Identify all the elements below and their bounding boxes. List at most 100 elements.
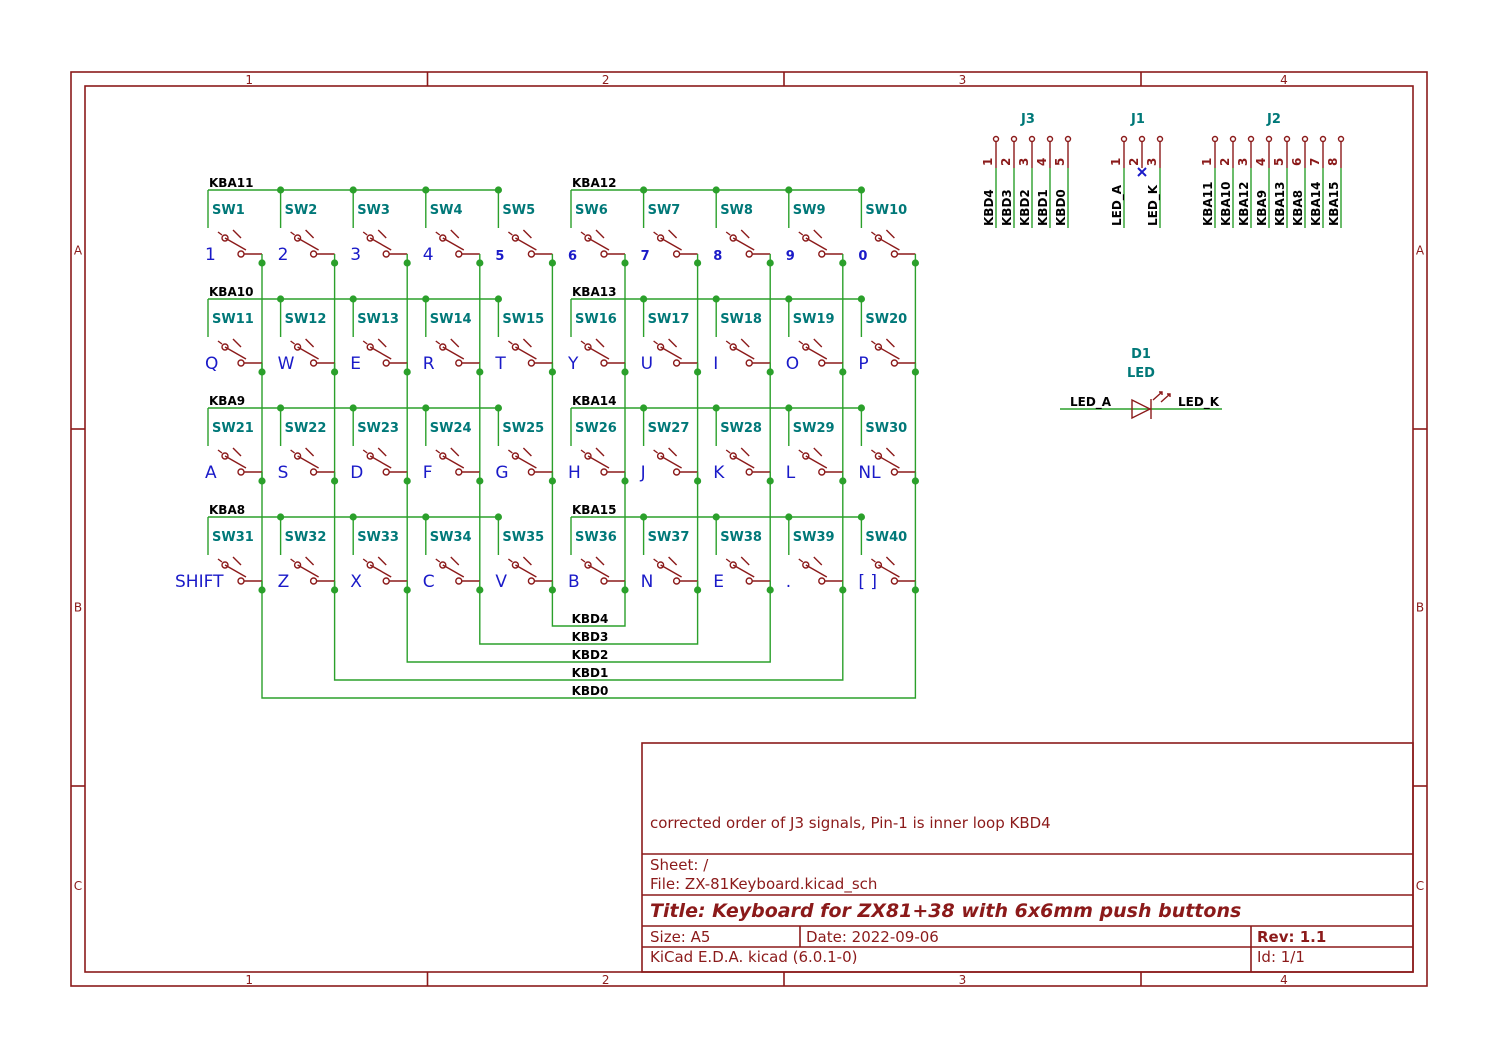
switch-actuator xyxy=(522,338,532,348)
switch-pin xyxy=(874,452,883,460)
switch-pin xyxy=(237,468,245,476)
connector-pin-end xyxy=(1301,135,1309,143)
data-bus-label: KBD3 xyxy=(572,630,609,644)
connector-pin-end xyxy=(1283,135,1291,143)
switch-contact xyxy=(587,455,610,469)
led-triangle xyxy=(1131,398,1152,420)
switch-contact xyxy=(660,346,682,360)
switch-pin xyxy=(874,234,883,242)
connector-pin-number: 3 xyxy=(1145,158,1159,166)
frame-column-label: 3 xyxy=(959,73,967,87)
switch-pin xyxy=(439,561,447,569)
switch-reference: SW18 xyxy=(720,312,762,327)
switch-contact xyxy=(297,237,319,251)
junction-dot xyxy=(694,368,702,376)
sheet-id: Id: 1/1 xyxy=(1257,948,1305,966)
junction-dot xyxy=(694,259,702,267)
switch-lead xyxy=(290,231,296,236)
connector-pin-number: 5 xyxy=(1053,158,1067,166)
switch-contact xyxy=(369,564,392,578)
switch-key-value: H xyxy=(568,463,581,483)
switch-pin xyxy=(818,359,826,367)
switch-reference: SW16 xyxy=(575,312,617,327)
switch-contact xyxy=(805,564,828,578)
switch-reference: SW26 xyxy=(575,421,617,436)
junction-dot xyxy=(403,368,411,376)
junction-dot xyxy=(857,186,866,194)
junction-dot xyxy=(640,404,648,412)
connector-pin-number: 3 xyxy=(1017,158,1031,166)
address-net-label: KBA11 xyxy=(209,176,253,190)
switch-pin xyxy=(818,577,826,585)
switch-lead xyxy=(507,558,513,563)
switch-key-value: 0 xyxy=(858,249,867,264)
switch-key-value: 4 xyxy=(423,245,434,265)
data-bus-loop xyxy=(406,590,771,663)
switch-lead xyxy=(798,231,804,236)
switch-reference: SW6 xyxy=(575,203,608,218)
switch-lead xyxy=(798,340,804,345)
switch-contact xyxy=(515,237,537,251)
switch-key-value: O xyxy=(786,354,799,374)
switch-key-value: R xyxy=(423,354,435,374)
switch-reference: SW5 xyxy=(502,203,535,218)
switch-key-value: T xyxy=(494,354,506,374)
switch-pin xyxy=(600,359,608,367)
switch-actuator xyxy=(305,229,315,239)
switch-lead xyxy=(435,231,441,236)
switch-pin xyxy=(439,452,447,460)
switch-pin xyxy=(672,359,681,367)
switch-lead xyxy=(290,558,296,563)
switch-actuator xyxy=(885,556,895,566)
switch-pin xyxy=(309,359,318,367)
switch-actuator xyxy=(740,229,750,239)
connector-pin-number: 6 xyxy=(1290,158,1304,166)
junction-dot xyxy=(857,295,866,303)
connector-pin-number: 2 xyxy=(999,158,1013,166)
switch-pin xyxy=(511,452,520,460)
junction-dot xyxy=(839,368,847,376)
switch-actuator xyxy=(668,338,678,348)
switch-lead xyxy=(580,449,586,454)
connector-pin-number: 1 xyxy=(981,158,995,166)
switch-contact xyxy=(224,564,247,578)
switch-contact xyxy=(878,237,900,251)
junction-dot xyxy=(712,404,720,412)
connector-reference: J2 xyxy=(1266,112,1281,127)
switch-lead xyxy=(290,449,296,454)
switch-lead xyxy=(653,558,659,563)
switch-pin xyxy=(890,468,899,476)
switch-contact xyxy=(442,455,465,469)
junction-dot xyxy=(349,186,357,194)
switch-reference: SW21 xyxy=(212,421,254,436)
switch-actuator xyxy=(450,556,460,566)
connector-j2: J21KBA112KBA103KBA124KBA95KBA136KBA87KBA… xyxy=(1200,112,1345,228)
connector-pin-end xyxy=(1028,135,1036,143)
frame-column-label: 4 xyxy=(1280,73,1288,87)
switch-contact xyxy=(369,237,392,251)
connector-pin-end xyxy=(1120,135,1128,143)
junction-dot xyxy=(277,404,285,412)
switch-reference: SW25 xyxy=(502,421,544,436)
connector-pin-end xyxy=(1010,135,1018,143)
switch-lead xyxy=(435,340,441,345)
switch-lead xyxy=(580,340,586,345)
led-anode-net: LED_A xyxy=(1070,395,1112,410)
switch-lead xyxy=(725,231,731,236)
junction-dot xyxy=(277,513,285,521)
switch-actuator xyxy=(740,447,750,457)
junction-dot xyxy=(911,368,920,376)
switch-contact xyxy=(878,564,900,578)
switch-key-value: 8 xyxy=(713,249,722,264)
frame-row-label: B xyxy=(1416,601,1424,615)
junction-dot xyxy=(349,295,357,303)
switch-sw1: SW11 xyxy=(205,190,266,267)
